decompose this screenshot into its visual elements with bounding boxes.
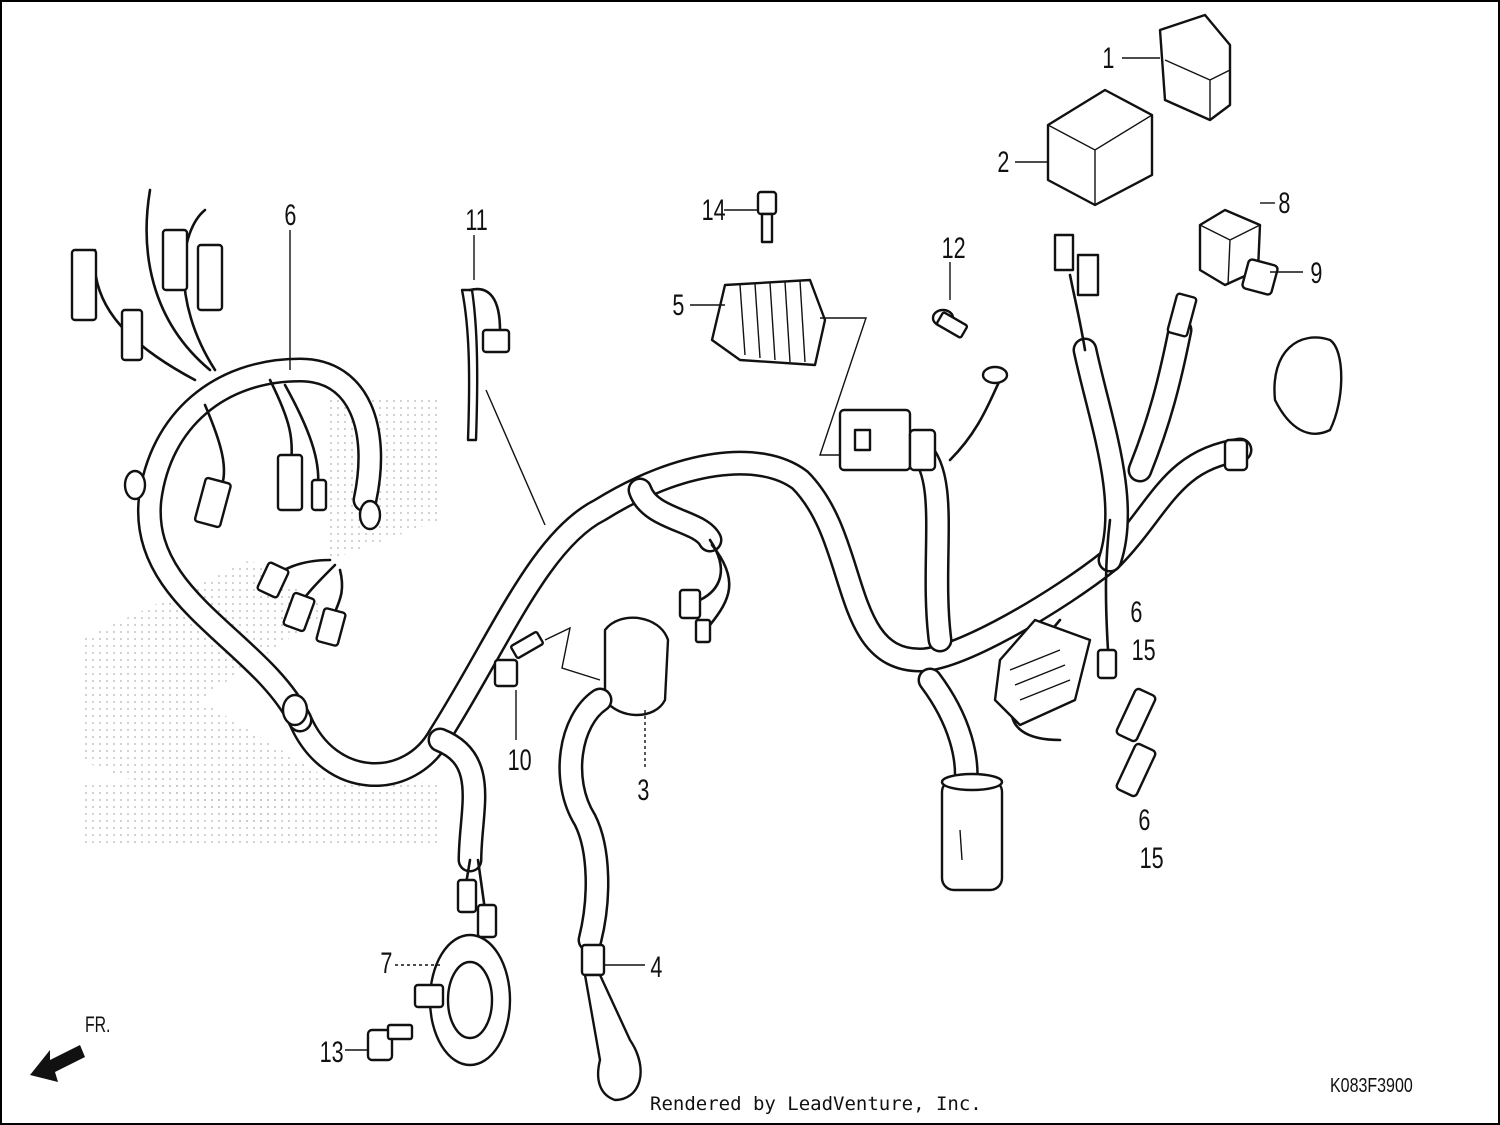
leader-lines <box>289 57 1303 1051</box>
left-connectors <box>70 228 382 727</box>
front-indicator-label: FR. <box>85 1014 111 1038</box>
rendered-by-footer: Rendered by LeadVenture, Inc. <box>650 1093 982 1115</box>
part-5-connector <box>838 408 937 472</box>
main-wire-harness <box>137 317 1253 873</box>
part-7-horn <box>395 933 512 1067</box>
callout-7: 7 <box>380 945 392 979</box>
callout-6-upper: 6 <box>1130 594 1142 628</box>
callout-6-lower: 6 <box>1138 802 1150 836</box>
part-5-regulator <box>710 278 867 456</box>
part-11-clamp <box>460 287 511 442</box>
callout-14: 14 <box>702 192 726 226</box>
callout-8: 8 <box>1278 185 1290 219</box>
part-3-ignition-coil <box>558 588 712 953</box>
callout-10: 10 <box>508 742 532 776</box>
part-14-screw <box>756 190 778 244</box>
capacitor <box>940 772 1004 892</box>
callout-6-left: 6 <box>284 197 296 231</box>
callout-4: 4 <box>650 949 662 983</box>
callout-15-upper: 15 <box>1132 632 1156 666</box>
part-12-bolt <box>931 308 1009 385</box>
callout-15-lower: 15 <box>1140 840 1164 874</box>
front-arrow-icon <box>30 1045 85 1082</box>
callout-12: 12 <box>942 230 966 264</box>
horn-wire-connectors <box>456 878 498 939</box>
callout-11: 11 <box>465 202 487 236</box>
callout-5: 5 <box>672 287 684 321</box>
callout-13: 13 <box>320 1034 344 1068</box>
callout-2: 2 <box>997 144 1009 178</box>
callout-9: 9 <box>1310 255 1322 289</box>
part-2-relay <box>1046 88 1154 297</box>
callout-3: 3 <box>637 772 649 806</box>
upper-right-connectors <box>1166 292 1343 472</box>
part-10-bolt <box>493 626 601 688</box>
fuse-box <box>993 618 1092 727</box>
part-1-cover <box>1158 13 1232 122</box>
part-4-plug-cap <box>580 943 642 1102</box>
diagram-code: K083F3900 <box>1330 1075 1413 1097</box>
part-9-clip <box>1241 258 1279 296</box>
callout-1: 1 <box>1102 40 1114 74</box>
fuses <box>1096 648 1157 798</box>
part-13-bolt <box>366 1023 414 1062</box>
